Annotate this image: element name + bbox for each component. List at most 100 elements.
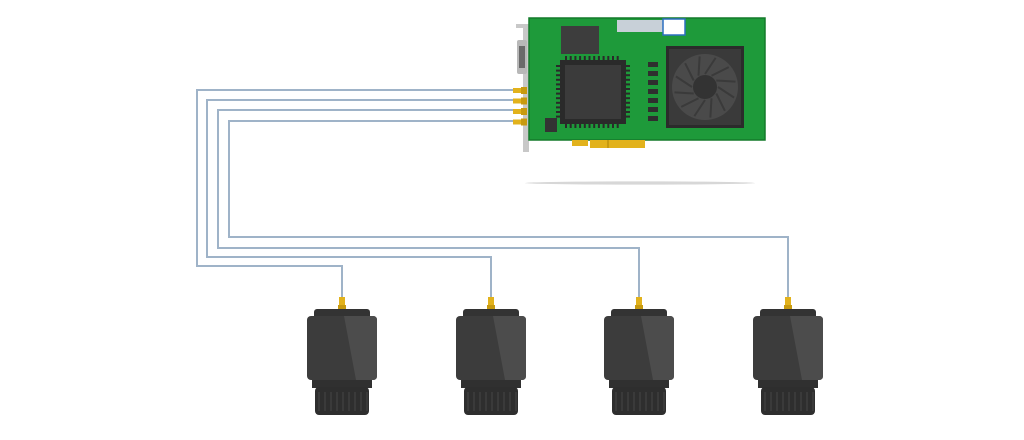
lens-grip-line bbox=[318, 392, 320, 411]
camera-neck bbox=[758, 380, 818, 388]
sma-connector bbox=[513, 88, 521, 93]
sma-connector-nut bbox=[521, 97, 527, 105]
lens-grip-line bbox=[663, 392, 665, 411]
pin bbox=[616, 56, 619, 60]
pin bbox=[593, 56, 596, 60]
camera-neck bbox=[609, 380, 669, 388]
lens-grip-line bbox=[639, 392, 641, 411]
camera-connector-nut bbox=[338, 305, 346, 310]
gpu-heatsink bbox=[666, 46, 744, 128]
pci-tab-small bbox=[572, 140, 588, 146]
pin bbox=[616, 124, 619, 128]
small-chip bbox=[545, 118, 557, 132]
pin bbox=[602, 56, 605, 60]
main-processor bbox=[560, 60, 626, 124]
pci-tab-main bbox=[590, 140, 645, 148]
capacitor bbox=[648, 89, 658, 94]
pin bbox=[556, 65, 560, 67]
pin bbox=[626, 115, 630, 118]
lens-grip-line bbox=[776, 392, 778, 411]
fan-blade bbox=[717, 86, 735, 99]
pin bbox=[583, 56, 586, 60]
pin bbox=[574, 124, 577, 128]
lens-grip-line bbox=[491, 392, 493, 411]
lens-grip-line bbox=[515, 392, 517, 411]
sma-connector bbox=[513, 109, 521, 114]
cable-group bbox=[196, 89, 789, 297]
pin bbox=[607, 124, 610, 128]
camera-connector bbox=[636, 297, 642, 309]
lens-grip-line bbox=[330, 392, 332, 411]
card-label-blue bbox=[662, 18, 686, 36]
pin bbox=[556, 78, 560, 81]
lens-grip-line bbox=[479, 392, 481, 411]
pin bbox=[626, 101, 630, 104]
lens-grip-line bbox=[651, 392, 653, 411]
lens-grip-line bbox=[764, 392, 766, 411]
lens-grip-line bbox=[800, 392, 802, 411]
sma-connector-nut bbox=[521, 108, 527, 115]
pin bbox=[556, 74, 560, 77]
pin bbox=[556, 83, 560, 86]
lens-grip-line bbox=[485, 392, 487, 411]
camera-connector-nut bbox=[784, 305, 792, 310]
pin bbox=[626, 106, 630, 109]
cable-3 bbox=[217, 109, 640, 297]
pin bbox=[569, 56, 572, 60]
cable-4 bbox=[228, 120, 789, 297]
lens-grip-line bbox=[806, 392, 808, 411]
lens-grip-line bbox=[615, 392, 617, 411]
lens-grip-line bbox=[633, 392, 635, 411]
camera-4 bbox=[753, 297, 823, 415]
camera-body-highlight bbox=[790, 316, 823, 380]
pin bbox=[626, 83, 630, 86]
pin bbox=[583, 124, 586, 128]
lens-grip-line bbox=[782, 392, 784, 411]
lens-grip-line bbox=[627, 392, 629, 411]
pin bbox=[556, 101, 560, 104]
capacitor bbox=[648, 80, 658, 85]
pin bbox=[565, 56, 567, 60]
pin bbox=[626, 92, 630, 95]
fan-blade bbox=[675, 75, 693, 88]
frame-grabber-card bbox=[513, 17, 766, 152]
lens-grip-line bbox=[342, 392, 344, 411]
fan-blade bbox=[693, 99, 706, 117]
cable-1 bbox=[196, 89, 516, 297]
pin bbox=[569, 124, 572, 128]
capacitor bbox=[648, 116, 658, 121]
camera-1 bbox=[307, 297, 377, 415]
vga-connector-inner bbox=[519, 46, 525, 68]
pin bbox=[565, 124, 567, 128]
capacitor bbox=[648, 71, 658, 76]
lens-grip-line bbox=[621, 392, 623, 411]
pin bbox=[607, 56, 610, 60]
pin bbox=[626, 74, 630, 77]
lens-grip-line bbox=[360, 392, 362, 411]
card-shadow bbox=[525, 181, 755, 185]
pin bbox=[588, 124, 591, 128]
pin bbox=[556, 106, 560, 109]
camera-neck bbox=[461, 380, 521, 388]
lens-grip-line bbox=[503, 392, 505, 411]
fan-blade bbox=[674, 91, 694, 95]
sma-connector-nut bbox=[521, 118, 527, 126]
pci-notch bbox=[607, 140, 609, 148]
lens-grip-line bbox=[354, 392, 356, 411]
fan-blades bbox=[674, 56, 736, 118]
pin bbox=[556, 88, 560, 90]
camera-neck bbox=[312, 380, 372, 388]
pin bbox=[626, 78, 630, 81]
sma-connector bbox=[513, 119, 521, 125]
lens-grip-line bbox=[509, 392, 511, 411]
fan-hub bbox=[693, 75, 717, 99]
pin bbox=[593, 124, 596, 128]
cameras bbox=[307, 297, 823, 415]
pin bbox=[626, 69, 630, 72]
pin bbox=[597, 124, 600, 128]
lens-grip-line bbox=[794, 392, 796, 411]
pin bbox=[556, 92, 560, 95]
camera-body-highlight bbox=[641, 316, 674, 380]
lens-grip-line bbox=[657, 392, 659, 411]
